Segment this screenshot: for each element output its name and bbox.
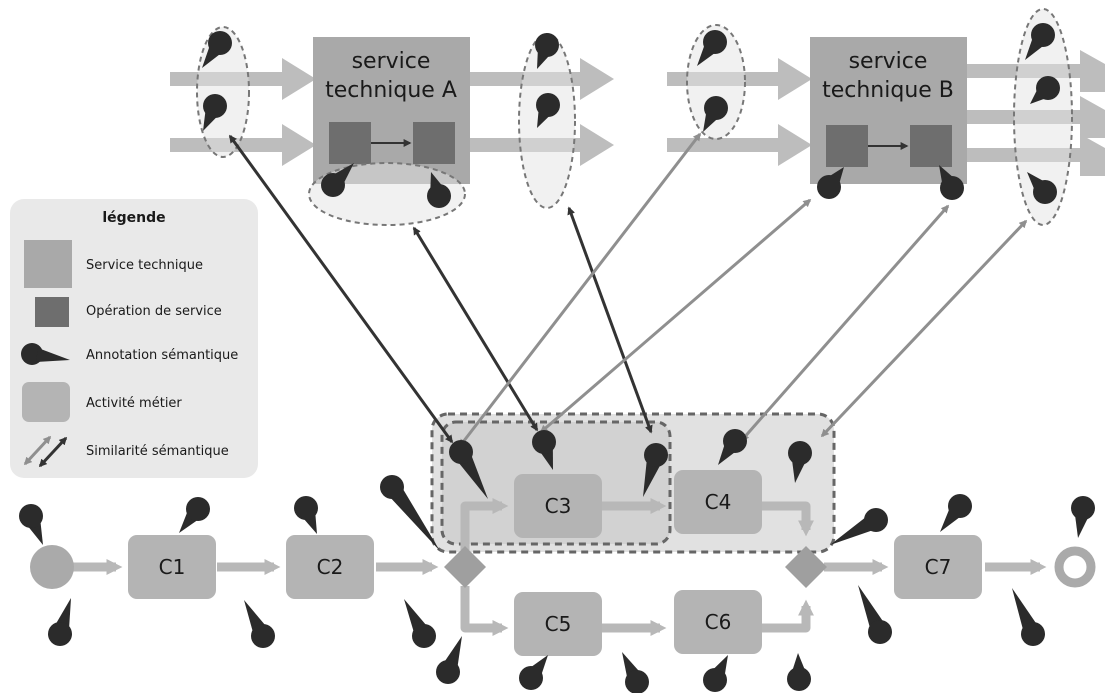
link-service-b-out-to-group — [820, 219, 1028, 438]
service-b-title-line2: technique B — [822, 78, 954, 103]
flow-c6-gateway — [762, 599, 814, 633]
annotation-pin-icon — [858, 585, 892, 644]
activity-group — [430, 412, 836, 554]
link-service-a-ops-to-c3 — [412, 226, 539, 432]
annotation-pin-icon — [939, 165, 964, 200]
activity-c1-box — [128, 535, 216, 599]
annotation-pin-icon — [294, 496, 318, 534]
similarite-semantique-icon — [23, 435, 68, 468]
start-event — [30, 545, 74, 589]
annotation-pin-icon — [404, 599, 436, 648]
service-b-operation-1 — [826, 125, 868, 167]
annotation-pin-icon — [519, 655, 548, 690]
legend-item-label: Service technique — [86, 258, 203, 273]
semantic-annotations — [19, 23, 1095, 693]
annotation-pin-icon — [643, 443, 668, 497]
operation-de-service-icon — [35, 297, 69, 327]
legend-title: légende — [102, 210, 165, 226]
service-b-operation-2 — [910, 125, 952, 167]
link-service-b-op2-to-c4 — [740, 204, 950, 442]
activity-c2-box — [286, 535, 374, 599]
end-event — [1054, 546, 1096, 588]
link-service-b-op1-to-c3 — [539, 198, 812, 434]
annotation-pin-icon — [48, 598, 72, 646]
annotation-pin-icon — [427, 172, 451, 208]
activity-c3-label: C3 — [545, 494, 572, 518]
service-a-title-line1: service — [352, 49, 431, 74]
annotation-pin-icon — [1030, 76, 1060, 104]
legend-item-label: Opération de service — [86, 304, 222, 319]
semantic-links — [228, 132, 1028, 448]
annotation-pin-icon — [830, 508, 888, 545]
process-flows — [72, 498, 1047, 636]
flow-gateway-c3 — [460, 498, 509, 550]
annotation-pin-icon — [321, 163, 354, 197]
activity-c6-box — [674, 590, 762, 654]
annotation-semantique-icon — [21, 343, 70, 365]
annotation-pin-icon — [697, 30, 727, 66]
annotation-pin-icon — [817, 167, 844, 199]
annotation-pin-icon — [1012, 588, 1045, 646]
annotation-pin-icon — [703, 96, 728, 132]
process-nodes: C1 C2 C3 C4 C5 C6 C7 — [30, 470, 1096, 656]
activity-c7-label: C7 — [925, 555, 952, 579]
annotation-pin-icon — [19, 504, 43, 545]
annotation-pin-icon — [203, 94, 227, 131]
legend-item-label: Annotation sémantique — [86, 348, 238, 363]
annotation-pin-icon — [622, 652, 649, 693]
annotation-pin-icon — [179, 497, 210, 533]
annotation-pin-icon — [436, 636, 462, 684]
flow-c4-gateway — [762, 501, 814, 537]
activity-c5-box — [514, 592, 602, 656]
activity-c4-box — [674, 470, 762, 534]
annotation-pin-icon — [788, 441, 812, 483]
annotation-pin-icon — [718, 429, 747, 465]
legend-item-label: Similarité sémantique — [86, 444, 229, 459]
activity-c7-box — [894, 535, 982, 599]
service-a-operation-2 — [413, 122, 455, 164]
activity-c2-label: C2 — [317, 555, 344, 579]
activity-c6-label: C6 — [705, 610, 732, 634]
annotation-pin-icon — [940, 494, 972, 532]
activity-c5-label: C5 — [545, 612, 572, 636]
service-b-title-line1: service — [849, 49, 928, 74]
service-a-output-group — [518, 33, 576, 209]
annotation-pin-icon — [787, 653, 811, 691]
annotation-pin-icon — [202, 31, 232, 68]
flow-gateway-c5 — [460, 586, 509, 636]
service-technique-b: service technique B — [667, 8, 1105, 226]
service-a-operation-1 — [329, 122, 371, 164]
annotation-pin-icon — [536, 93, 560, 128]
annotation-pin-icon — [380, 475, 440, 551]
legend-item-label: Activité métier — [86, 396, 182, 411]
annotation-pin-icon — [1071, 496, 1095, 538]
annotation-pin-icon — [703, 655, 728, 692]
activity-c1-label: C1 — [159, 555, 186, 579]
service-a-title-line2: technique A — [325, 78, 457, 103]
activity-c3-box — [514, 474, 602, 538]
activity-c4-label: C4 — [705, 490, 732, 514]
service-technique-icon — [24, 240, 72, 288]
legend: légende Service technique Opération de s… — [10, 199, 258, 478]
annotation-pin-icon — [449, 440, 488, 499]
annotation-pin-icon — [1027, 172, 1057, 204]
annotation-pin-icon — [535, 33, 559, 69]
activite-metier-icon — [22, 382, 70, 422]
merge-gateway — [785, 546, 827, 588]
annotation-pin-icon — [532, 430, 556, 470]
annotation-pin-icon — [1025, 23, 1055, 60]
split-gateway — [444, 546, 486, 588]
service-b-output-group — [1013, 8, 1073, 226]
annotation-pin-icon — [244, 600, 275, 648]
